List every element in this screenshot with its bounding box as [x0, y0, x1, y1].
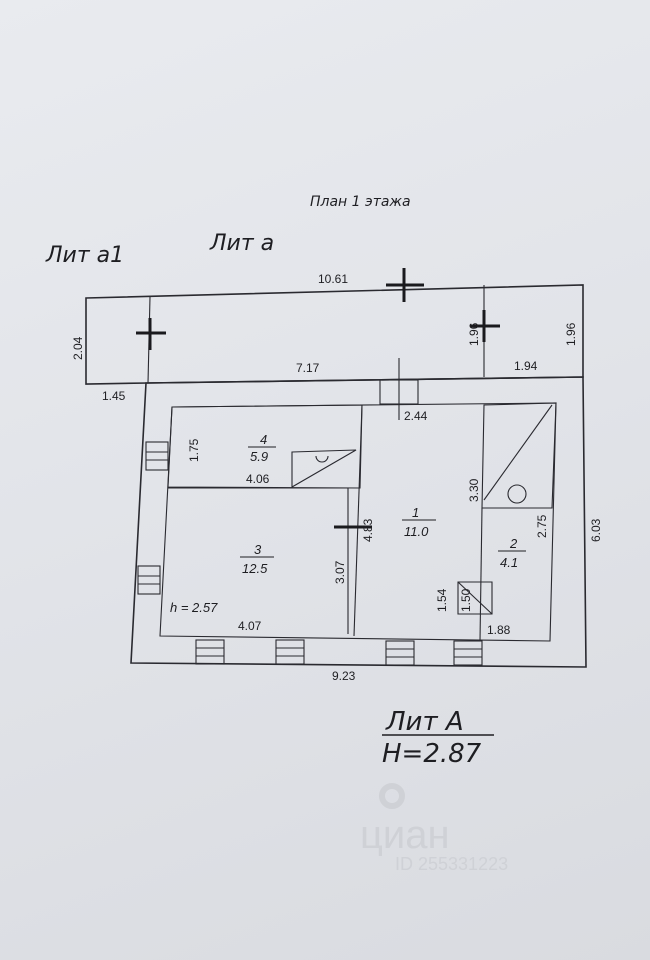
room-4-label: 4 5.9: [248, 432, 276, 464]
room-2-upper: [481, 402, 557, 509]
dim-annex-bottom-left: 1.45: [102, 389, 126, 403]
main-house: [130, 358, 587, 668]
watermark-id: ID 255331223: [395, 854, 508, 874]
dim-room1-top: 2.44: [404, 409, 428, 423]
window-bottom-3: [385, 640, 415, 666]
dim-left-annex: 2.04: [71, 336, 85, 360]
dim-room4-height: 1.75: [187, 438, 201, 462]
window-bottom-2: [275, 639, 305, 665]
dim-stair-height: 1.50: [459, 588, 473, 612]
dim-bottom-total: 9.23: [332, 669, 356, 683]
lit-a1-label: Лит а1: [45, 243, 124, 268]
window-bottom-4: [453, 640, 483, 666]
height-A-label: H=2.87: [382, 739, 482, 769]
lit-A-label: Лит А: [385, 707, 464, 737]
dim-room2-width: 1.88: [487, 623, 511, 637]
outer-wall-outer: [130, 376, 587, 668]
dim-room3-height: 3.07: [333, 560, 347, 584]
window-left-2: [137, 565, 161, 595]
dim-room3-width: 4.07: [238, 619, 262, 633]
room-4-outline: [167, 404, 363, 489]
room3-ceiling-height: h = 2.57: [170, 600, 218, 615]
dim-room2-height: 2.75: [535, 514, 549, 538]
svg-text:11.0: 11.0: [404, 524, 429, 539]
window-bottom-1: [195, 639, 225, 665]
location-pin-icon: [379, 783, 405, 809]
dim-outer-right: 6.03: [589, 518, 603, 542]
room-3-label: 3 12.5: [240, 542, 274, 576]
svg-text:12.5: 12.5: [242, 561, 268, 576]
plan-title: План 1 этажа: [310, 194, 411, 210]
window-left-1: [145, 441, 169, 471]
dim-wall-inner: 4.83: [361, 518, 375, 542]
svg-text:4: 4: [260, 432, 267, 447]
svg-text:2: 2: [509, 536, 518, 551]
svg-text:4.1: 4.1: [500, 555, 518, 570]
cian-watermark: циан ID 255331223: [360, 783, 508, 874]
outer-wall-inner: [159, 402, 557, 642]
room-2-stove-icon: [507, 484, 527, 504]
lit-a-small-label: Лит а: [209, 231, 274, 256]
svg-text:5.9: 5.9: [250, 449, 268, 464]
dim-stair-width: 1.54: [435, 588, 449, 612]
room-2-label: 2 4.1: [498, 536, 526, 570]
wall-room1-left: [353, 404, 363, 637]
room-4-sink-icon: [315, 455, 329, 463]
room-1-label: 1 11.0: [402, 505, 436, 539]
dim-top-total: 10.61: [318, 272, 348, 286]
dim-annex-right-outer: 1.96: [564, 322, 578, 346]
watermark-brand: циан: [360, 813, 450, 857]
svg-text:1: 1: [412, 505, 419, 520]
svg-text:3: 3: [254, 542, 262, 557]
room-2-diagonal: [483, 404, 553, 501]
wall-room2-left: [479, 507, 483, 642]
dim-room4-width: 4.06: [246, 472, 270, 486]
room-4-fixture: [291, 449, 357, 488]
dim-room2-top-height: 3.30: [467, 478, 481, 502]
dim-annex-right-inner: 1.96: [467, 322, 481, 346]
stair-diagonal: [457, 581, 493, 615]
dim-annex-bottom-right: 1.94: [514, 359, 538, 373]
dim-annex-bottom-mid: 7.17: [296, 361, 320, 375]
